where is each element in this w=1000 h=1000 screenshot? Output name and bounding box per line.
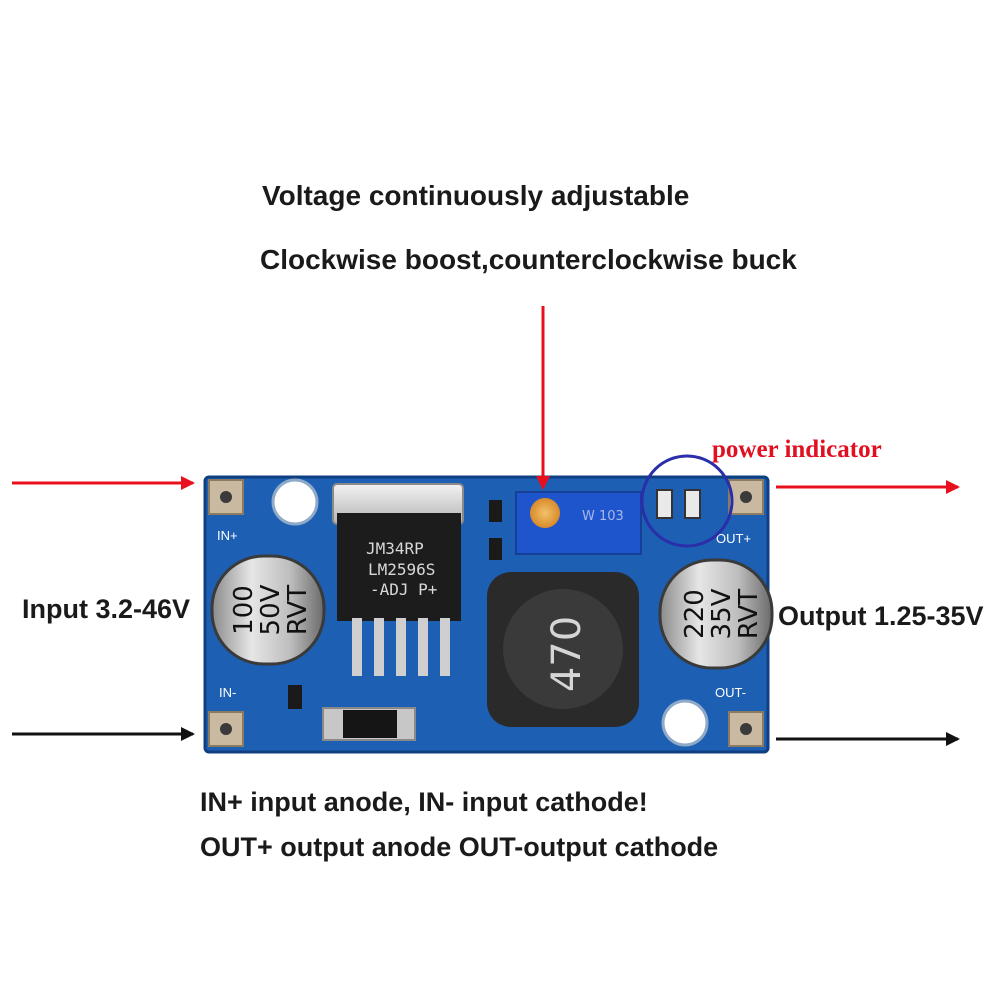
potentiometer-knob [530, 498, 560, 528]
regulator-ic: JM34RP LM2596S -ADJ P+ [332, 483, 464, 676]
mounting-hole [271, 478, 319, 526]
input-cap-value: 100 [229, 585, 259, 635]
input-voltage-label: Input 3.2-46V [22, 594, 191, 624]
output-capacitor: 220 35V RVT [658, 558, 774, 670]
power-indicator-circle [640, 454, 734, 548]
led-resistor [684, 489, 701, 519]
pad-out-minus [728, 711, 764, 747]
title-line-2: Clockwise boost,counterclockwise buck [260, 244, 797, 275]
label-out-minus: OUT- [715, 685, 746, 700]
output-voltage-label: Output 1.25-35V [778, 601, 984, 631]
polarity-note-output: OUT+ output anode OUT-output cathode [200, 832, 719, 862]
input-cap-series: RVT [283, 585, 313, 635]
potentiometer: W 103 [515, 491, 642, 555]
smd-resistor [288, 685, 302, 709]
pad-in-plus [208, 479, 244, 515]
output-cap-value: 220 [680, 589, 710, 639]
inductor-value: 470 [544, 616, 590, 692]
smd-resistor [489, 500, 502, 522]
mounting-hole [661, 699, 709, 747]
potentiometer-marking: W 103 [582, 509, 624, 524]
input-cap-voltage: 50V [256, 584, 286, 635]
ic-marking-3: -ADJ P+ [370, 580, 437, 599]
polarity-note-input: IN+ input anode, IN- input cathode! [200, 787, 648, 817]
title-line-1: Voltage continuously adjustable [262, 180, 690, 211]
input-capacitor: 100 50V RVT [210, 554, 326, 666]
smd-resistor [489, 538, 502, 560]
pad-in-minus [208, 711, 244, 747]
power-indicator-label: power indicator [712, 436, 882, 463]
inductor: 470 [487, 572, 639, 727]
label-in-minus: IN- [219, 685, 236, 700]
label-in-plus: IN+ [217, 528, 238, 543]
ic-marking-2: LM2596S [368, 560, 435, 579]
power-led [656, 489, 673, 519]
output-cap-series: RVT [734, 589, 764, 639]
output-cap-voltage: 35V [707, 588, 737, 639]
ic-marking-1: JM34RP [366, 539, 424, 558]
pad-out-plus [728, 479, 764, 515]
label-out-plus: OUT+ [716, 531, 751, 546]
